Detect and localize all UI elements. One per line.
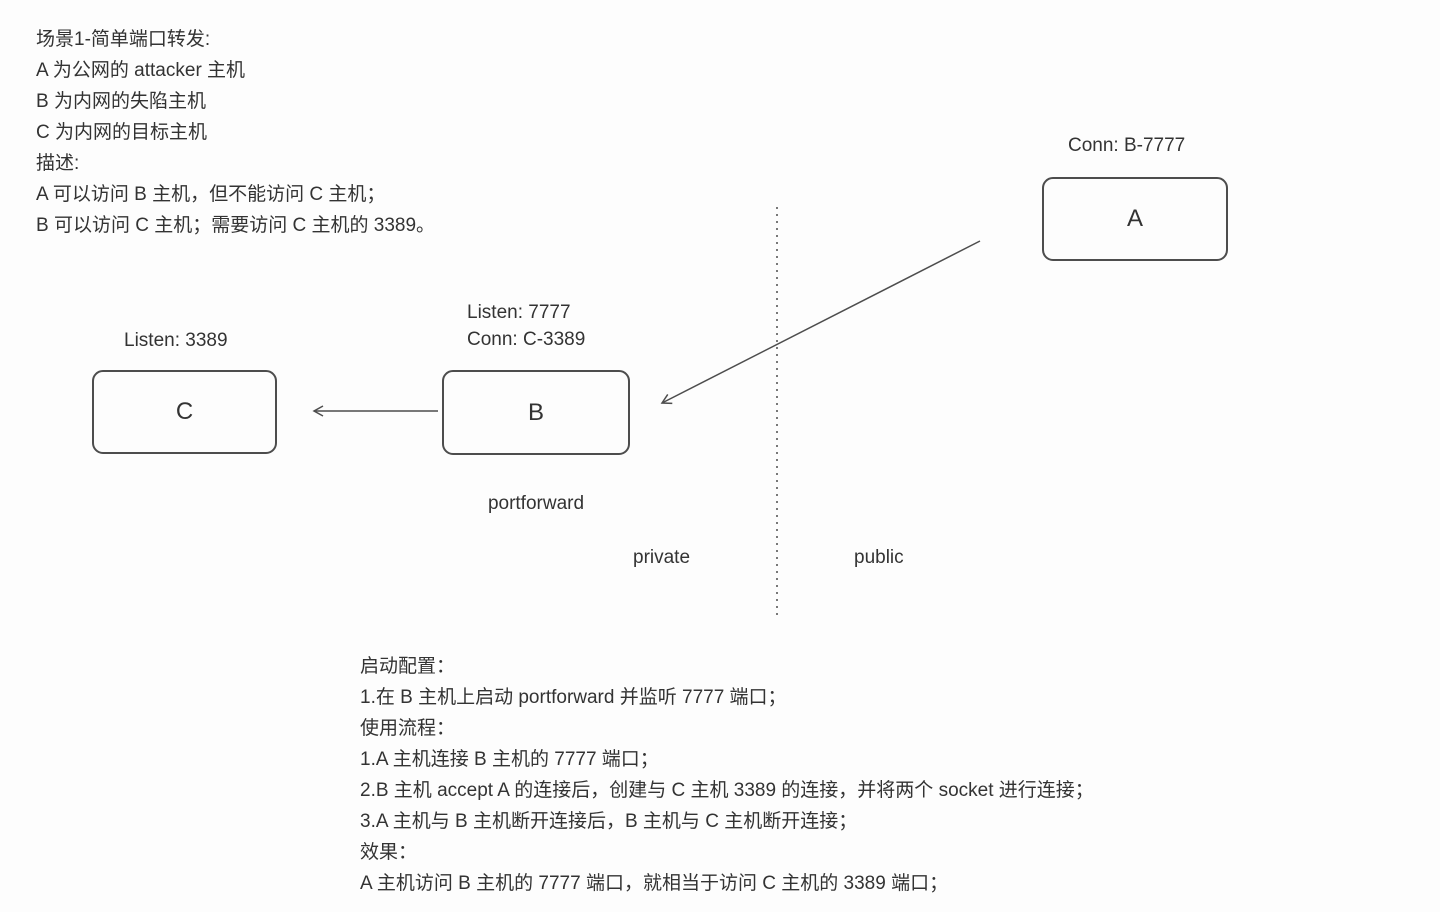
intro-line: 场景1-简单端口转发: [36,29,211,50]
node-a-label: A [1126,205,1143,232]
intro-line: C 为内网的目标主机 [36,122,208,143]
usage-line: 2.B 主机 accept A 的连接后，创建与 C 主机 3389 的连接，并… [360,780,1094,801]
zone-label-public: public [854,547,904,568]
intro-line: A 可以访问 B 主机，但不能访问 C 主机； [36,184,386,205]
intro-text-block: 场景1-简单端口转发: A 为公网的 attacker 主机 B 为内网的失陷主… [36,24,435,241]
annotation-conn-b7777: Conn: B-7777 [1068,135,1186,156]
node-c-label: C [175,398,194,425]
annotation-listen-7777: Listen: 7777 [467,302,571,323]
usage-line: 1.在 B 主机上启动 portforward 并监听 7777 端口； [360,687,787,708]
intro-line: A 为公网的 attacker 主机 [36,60,246,81]
usage-line: 1.A 主机连接 B 主机的 7777 端口； [360,749,659,770]
usage-line: 启动配置： [360,656,456,677]
usage-text-block: 启动配置： 1.在 B 主机上启动 portforward 并监听 7777 端… [360,651,1094,899]
annotation-node-a: Conn: B-7777 [1068,132,1185,159]
intro-line: B 可以访问 C 主机；需要访问 C 主机的 3389。 [36,215,436,236]
intro-line: B 为内网的失陷主机 [36,91,206,112]
node-a: A [1042,177,1228,261]
node-b-label: B [527,398,544,426]
usage-line: 3.A 主机与 B 主机断开连接后，B 主机与 C 主机断开连接； [360,811,858,832]
annotation-node-b: Listen: 7777 Conn: C-3389 [467,299,585,353]
usage-line: 使用流程： [360,718,456,739]
usage-line: 效果： [360,842,418,863]
node-c: C [92,370,277,454]
usage-line: A 主机访问 B 主机的 7777 端口，就相当于访问 C 主机的 3389 端… [360,873,949,894]
annotation-conn-c3389: Conn: C-3389 [467,329,586,350]
node-b-caption: portforward [487,493,585,514]
zone-label-private: private [633,547,691,568]
node-b: B [442,370,630,455]
arrow-a-to-b [660,240,981,405]
annotation-listen-3389: Listen: 3389 [124,330,228,351]
annotation-node-c: Listen: 3389 [124,327,228,354]
intro-line: 描述: [36,153,80,174]
